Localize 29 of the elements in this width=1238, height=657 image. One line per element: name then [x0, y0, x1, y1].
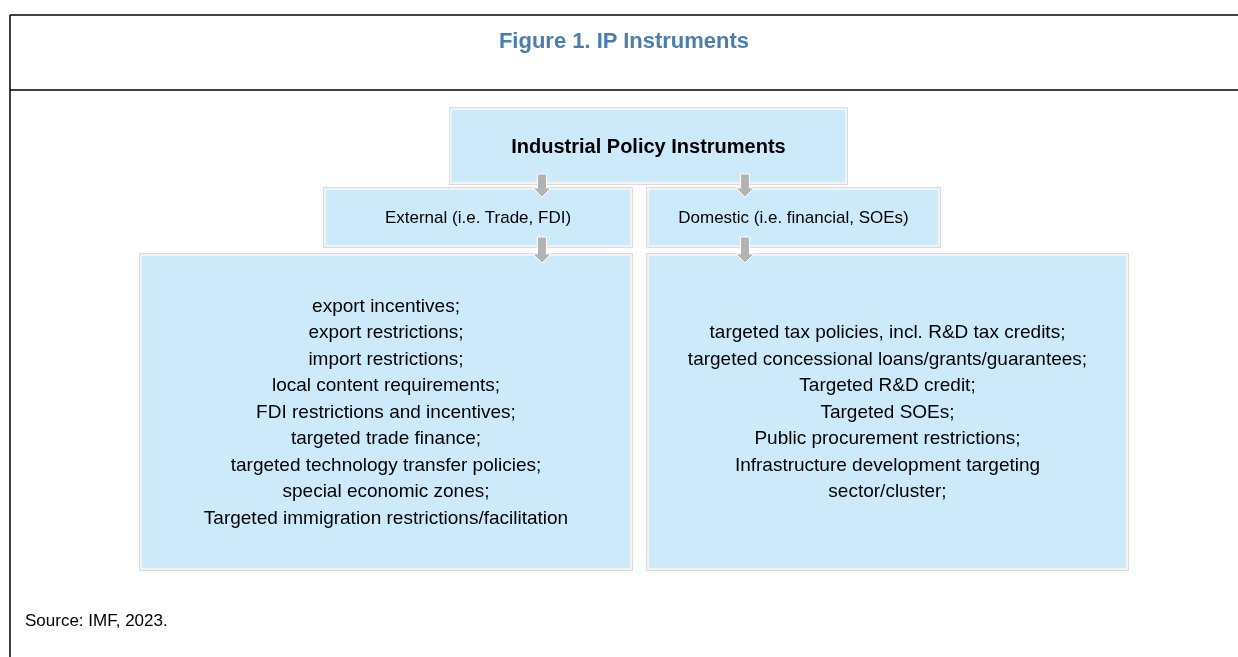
box-text: local content requirements; — [271, 373, 501, 398]
box-text: Domestic (i.e. financial, SOEs) — [678, 206, 909, 229]
box-text: Targeted immigration restrictions/facilitation — [203, 505, 569, 530]
category-box — [647, 188, 940, 247]
box-text: External (i.e. Trade, FDI) — [384, 206, 572, 229]
arrow — [532, 236, 552, 264]
box-text: Targeted R&D credit; — [799, 373, 976, 398]
box-text: special economic zones; — [282, 479, 490, 504]
box-text: import restrictions; — [308, 346, 464, 371]
box-text: FDI restrictions and incentives; — [256, 399, 516, 424]
box-text: Industrial Policy Instruments — [511, 134, 786, 159]
category-box — [324, 188, 632, 247]
box-text: export incentives; — [312, 293, 460, 318]
category-box — [647, 254, 1128, 570]
box-text: targeted trade finance; — [290, 426, 482, 451]
box-text: targeted concessional loans/grants/guarantees; — [687, 346, 1088, 371]
figure-title: Figure 1. IP Instruments — [497, 27, 751, 55]
arrow — [532, 173, 552, 198]
arrow — [735, 236, 755, 264]
category-box — [450, 108, 847, 184]
arrow — [735, 173, 755, 198]
box-text: targeted technology transfer policies; — [230, 452, 542, 477]
source-note: Source: IMF, 2023. — [25, 610, 168, 632]
box-text: export restrictions; — [308, 320, 464, 345]
box-text: targeted tax policies, incl. R&D tax credits; — [709, 320, 1066, 345]
box-text: Targeted SOEs; — [820, 399, 955, 424]
category-box — [140, 254, 632, 570]
box-text: Infrastructure development targeting sector/cluster; — [733, 452, 1042, 504]
box-text: Public procurement restrictions; — [754, 426, 1021, 451]
